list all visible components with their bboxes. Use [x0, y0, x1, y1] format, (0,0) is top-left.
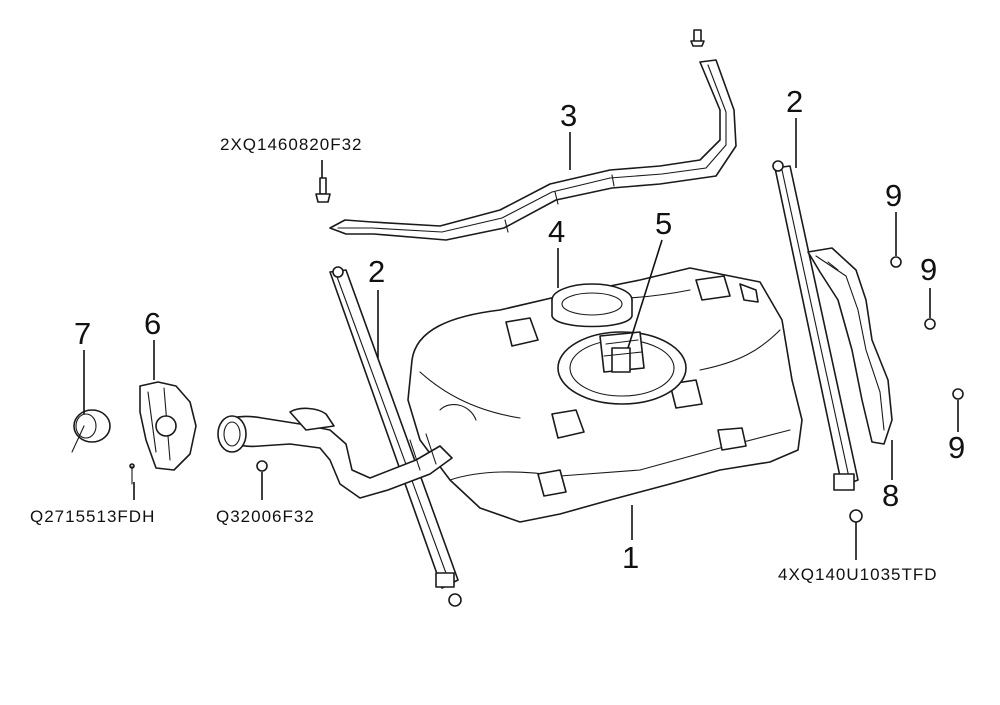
callout-6: 6 [144, 306, 162, 341]
filler-housing-6 [129, 381, 197, 485]
callout-5: 5 [655, 206, 673, 241]
fuel-pump-5 [599, 331, 645, 373]
callout-4: 4 [548, 214, 566, 249]
callout-9-top: 9 [885, 178, 903, 213]
callout-3: 3 [560, 98, 578, 133]
callout-7: 7 [74, 316, 92, 351]
filler-neck [217, 407, 453, 499]
right-strap-2 [772, 160, 859, 491]
bolts-9 [890, 256, 964, 400]
callout-2-left: 2 [368, 254, 386, 289]
lock-ring-4 [551, 283, 633, 328]
bolt-q32006 [256, 460, 268, 472]
bolt-2xq [315, 177, 331, 203]
part-code-neck-bolt: Q32006F32 [216, 507, 315, 526]
callout-8: 8 [882, 478, 900, 513]
leader-lines [83, 118, 959, 560]
heat-shield-8 [807, 247, 893, 445]
left-strap-2 [329, 266, 462, 607]
callout-9-middle: 9 [920, 252, 938, 287]
part-code-strap-bolt: 4XQ140U1035TFD [778, 565, 938, 584]
callout-2-right: 2 [786, 84, 804, 119]
part-code-housing-screw: Q2715513FDH [30, 507, 156, 526]
fuel-cap-7 [71, 409, 111, 453]
callout-1: 1 [622, 540, 640, 575]
callout-9-bottom: 9 [948, 430, 966, 465]
bolt-4xq [849, 509, 863, 523]
upper-strap-3 [329, 59, 737, 241]
part-code-bolt-upper: 2XQ1460820F32 [220, 135, 363, 154]
strap-bolt-top [690, 29, 705, 47]
